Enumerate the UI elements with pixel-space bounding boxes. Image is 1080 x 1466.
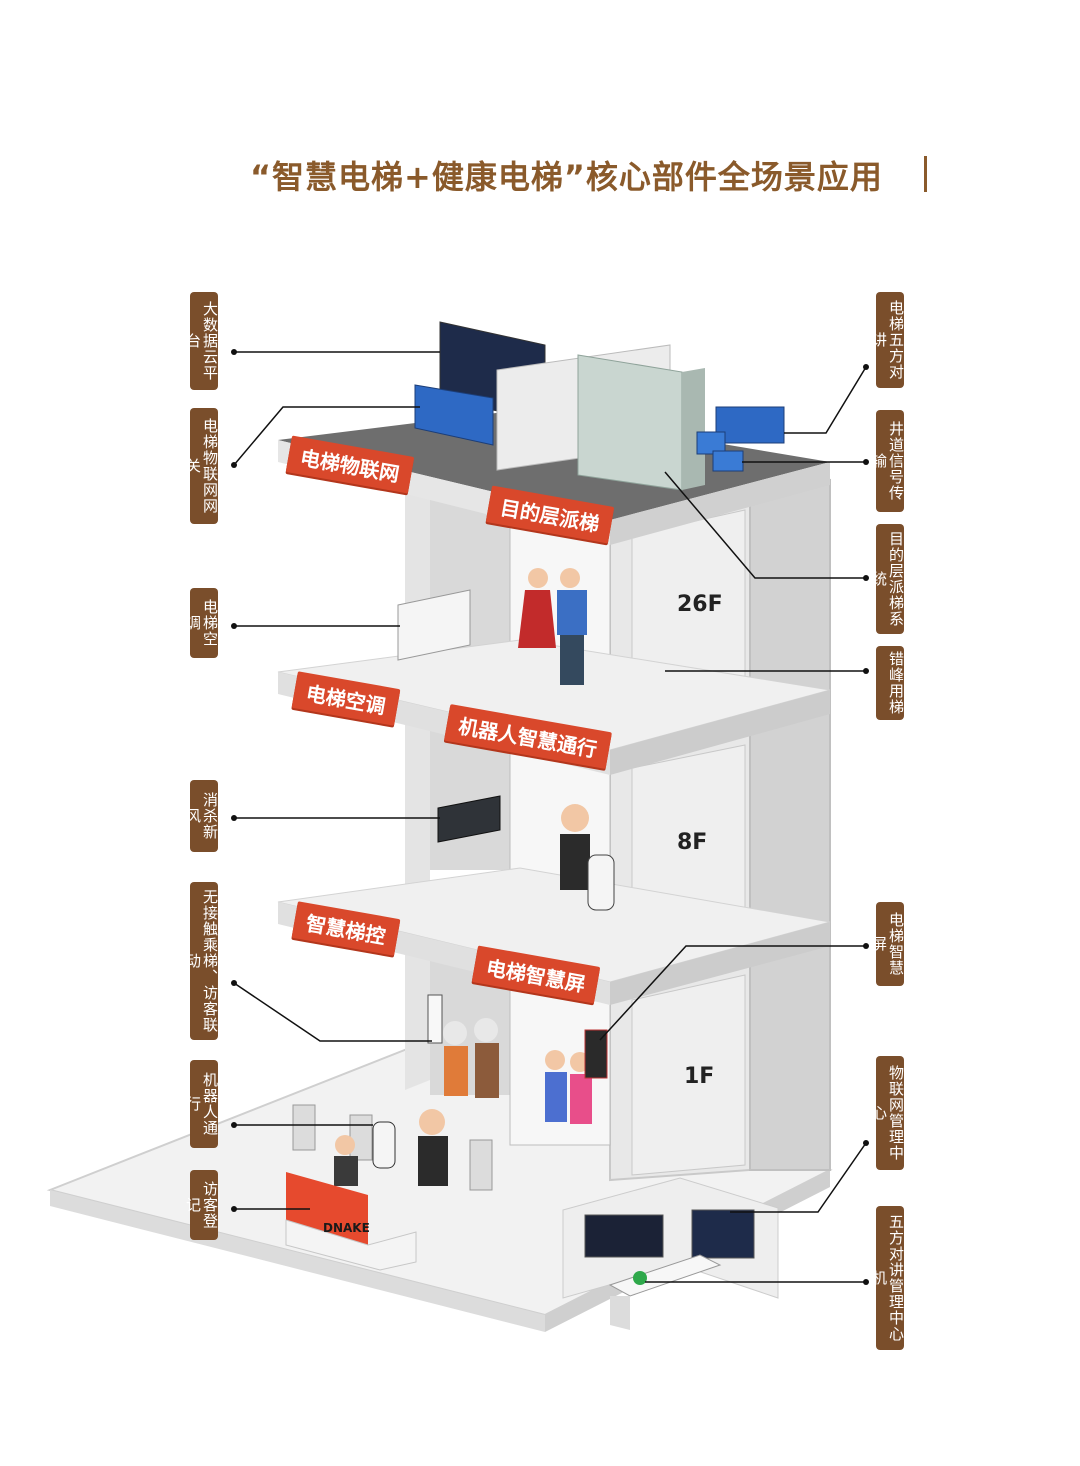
dnake-logo: DNAKE — [323, 1221, 370, 1235]
smart-screen — [584, 1029, 608, 1079]
label-intercom-master: 五方对讲管理中心机 — [870, 1206, 905, 1350]
floor-8f: 8F — [677, 830, 708, 855]
label-bigdata-cloud: 大数据云平台 — [184, 292, 219, 390]
robot-lobby — [372, 1121, 396, 1169]
label-smart-screen: 电梯智慧屏 — [870, 902, 905, 986]
label-iot-management: 物联网管理中心 — [870, 1056, 905, 1170]
person-man — [560, 568, 580, 588]
operator-desk-leg — [610, 1296, 630, 1330]
turnstile-1 — [292, 1104, 316, 1151]
elderly-man-coat — [475, 1043, 499, 1098]
label-touchless-visitor: 无接触乘梯、访客联动 — [184, 882, 219, 1040]
label-visitor-registration: 访客登记 — [184, 1170, 219, 1240]
floor-1f: 1F — [684, 1064, 715, 1089]
shopper-1 — [545, 1050, 565, 1070]
iot-monitor — [691, 1209, 755, 1259]
elderly-woman-coat — [444, 1046, 468, 1096]
man-pants — [560, 635, 584, 685]
receptionist — [335, 1135, 355, 1155]
receptionist-body — [334, 1156, 358, 1186]
dispatch-cabinet — [577, 354, 683, 491]
leader-dots — [231, 349, 869, 1285]
access-panel — [427, 994, 443, 1044]
person-woman — [528, 568, 548, 588]
shaft-side — [749, 478, 831, 1171]
man-sweater — [557, 590, 587, 635]
turnstile-3 — [469, 1139, 493, 1191]
fresh-air-unit — [437, 795, 501, 843]
label-destination-dispatch: 目的层派梯系统 — [870, 524, 905, 634]
reception-desk — [285, 1219, 417, 1271]
signal-device-1 — [696, 431, 726, 455]
reception-desk-logo-panel — [286, 1172, 368, 1245]
page-title: “智慧电梯+健康电梯”核心部件全场景应用 — [250, 158, 883, 196]
businessman-8f — [561, 804, 589, 832]
ac-unit — [397, 589, 471, 661]
label-elevator-ac: 电梯空调 — [184, 588, 219, 658]
left-wall — [405, 490, 430, 1090]
elderly-man — [474, 1018, 498, 1042]
label-robot-passage: 机器人通行 — [184, 1060, 219, 1148]
robot-8f — [587, 854, 615, 911]
leader-lines — [233, 351, 867, 1283]
ground-slab-edge — [50, 1190, 545, 1332]
control-room-walls — [562, 1177, 779, 1299]
visitor — [419, 1109, 445, 1135]
shopper-1-body — [545, 1072, 567, 1122]
slab-8f-side — [610, 922, 830, 1005]
elderly-woman — [443, 1021, 467, 1045]
intercom-master-station — [633, 1271, 647, 1285]
label-iot-gateway: 电梯物联网网关 — [184, 408, 219, 524]
roof-slab — [278, 410, 830, 520]
visitor-suit — [418, 1136, 448, 1186]
title-divider — [924, 156, 927, 192]
shopper-2-body — [570, 1074, 592, 1124]
panel-1f — [631, 974, 746, 1176]
label-disinfection-fresh-air: 消杀新风 — [184, 780, 219, 852]
roof-edge-side — [610, 462, 830, 545]
label-shaft-signal: 井道信号传输 — [870, 410, 905, 512]
iot-gateway-device — [414, 384, 494, 446]
label-off-peak: 错峰用梯 — [876, 646, 905, 720]
dispatch-cabinet-side — [682, 368, 705, 490]
woman-dress — [518, 590, 556, 648]
intercom-device — [715, 406, 785, 444]
floor-26f: 26F — [677, 592, 723, 617]
video-wall — [584, 1214, 664, 1258]
label-five-way-intercom: 电梯五方对讲 — [870, 292, 905, 388]
businessman-suit — [560, 834, 590, 890]
operator-desk — [608, 1254, 722, 1297]
slab-26f-side — [610, 690, 830, 775]
turnstile-2 — [349, 1114, 373, 1161]
signal-device-2 — [712, 450, 744, 472]
